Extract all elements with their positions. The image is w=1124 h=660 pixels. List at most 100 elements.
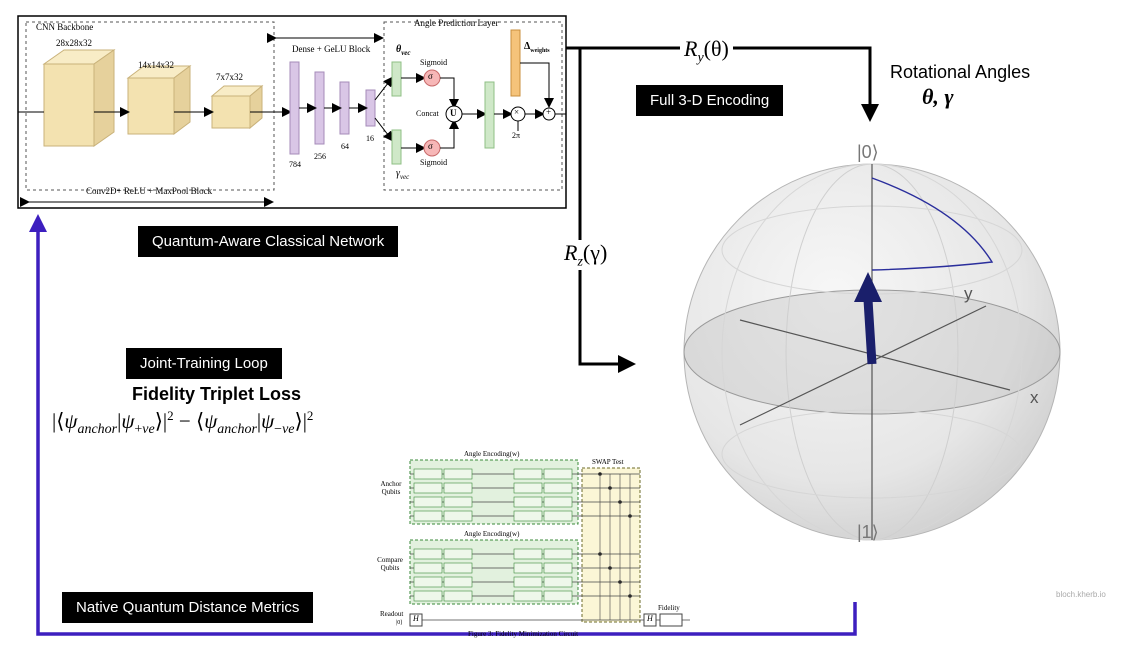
angle-encoding-bottom-label: Angle Encoding(w)	[464, 530, 520, 538]
feature-cube-3	[210, 84, 264, 130]
sigma-bottom: σ	[428, 141, 433, 151]
plus-symbol: +	[546, 107, 552, 117]
ry-arrow	[566, 46, 879, 122]
joint-loop-label: Joint-Training Loop	[126, 348, 282, 379]
shape-label-3: 7x7x32	[216, 72, 243, 82]
dense-size-256: 256	[314, 152, 326, 161]
rotation-gate	[443, 468, 473, 480]
feature-cube-1	[42, 49, 116, 147]
feature-cube-2	[126, 65, 192, 135]
dense-size-64: 64	[341, 142, 349, 151]
angle-encoding-top-label: Angle Encoding(w)	[464, 450, 520, 458]
two-pi-label: 2π	[512, 131, 521, 140]
bloch-sphere	[683, 163, 1061, 541]
rotation-gate	[443, 496, 473, 508]
rotation-gate	[513, 590, 543, 602]
ry-label: Ry(θ)	[680, 36, 733, 67]
rotational-angles-title: Rotational Angles	[890, 62, 1031, 82]
rotation-gate	[543, 576, 573, 588]
gamma-vec-bar	[391, 129, 402, 165]
ket0-label: |0⟩	[857, 142, 879, 162]
rotation-gate	[513, 482, 543, 494]
rz-label: Rz(γ)	[560, 240, 612, 271]
rotation-gate	[543, 590, 573, 602]
axis-y-label: y	[964, 284, 973, 303]
fidelity-loss-formula: |⟨ψanchor|ψ+ve⟩|2 − ⟨ψanchor|ψ−ve⟩|2	[52, 408, 314, 438]
circuit-caption: Figure 3: Fidelity Minimization Circuit	[468, 630, 579, 638]
state-vector-head	[854, 272, 882, 302]
conv-block-region	[25, 21, 275, 191]
measurement-gate	[659, 613, 683, 627]
rotation-gate	[443, 510, 473, 522]
final-h-label: H	[647, 614, 653, 623]
joint-training-loop-arrow	[29, 214, 857, 636]
rotation-gate	[513, 510, 543, 522]
shape-label-2: 14x14x32	[138, 60, 174, 70]
rotation-gate	[543, 468, 573, 480]
rotation-gate	[413, 482, 443, 494]
rotation-gate	[413, 548, 443, 560]
rotation-gate	[443, 576, 473, 588]
swap-test-label: SWAP Test	[592, 458, 624, 466]
dense-layer-16	[365, 89, 376, 127]
times-symbol: ×	[514, 107, 520, 117]
swap-test-box	[581, 467, 641, 623]
rz-arrow	[578, 48, 636, 373]
rotation-gate	[413, 468, 443, 480]
rotation-gate	[413, 510, 443, 522]
fidelity-loss-title: Fidelity Triplet Loss	[132, 384, 302, 404]
rotation-gate	[513, 576, 543, 588]
dense-layer-784	[289, 61, 300, 155]
rotation-gate	[443, 482, 473, 494]
axis-x-label: x	[1030, 388, 1039, 407]
rotation-gate	[513, 548, 543, 560]
state-trajectory	[871, 177, 994, 271]
rotation-gate	[513, 496, 543, 508]
rotation-gate	[543, 496, 573, 508]
delta-weights-bar	[510, 29, 521, 97]
full-encoding-label: Full 3-D Encoding	[636, 85, 784, 116]
rotation-gate	[543, 562, 573, 574]
theta-vec-label: θvec	[396, 44, 411, 57]
theta-vec-bar	[391, 61, 402, 97]
rotation-gate	[443, 548, 473, 560]
conv-block-label: Conv2D+ ReLU + MaxPool Block	[86, 186, 213, 196]
union-symbol: U	[450, 108, 457, 118]
shape-label-1: 28x28x32	[56, 38, 92, 48]
rotation-gate	[513, 562, 543, 574]
readout-h-label: H	[413, 614, 419, 623]
delta-weights-label: Δweights	[524, 41, 550, 54]
fidelity-label: Fidelity	[658, 604, 680, 612]
rotation-gate	[443, 590, 473, 602]
rotation-gate	[413, 562, 443, 574]
rotation-gate	[543, 548, 573, 560]
dense-block-label: Dense + GeLU Block	[292, 44, 371, 54]
qacn-label: Quantum-Aware Classical Network	[138, 226, 399, 257]
rotation-gate	[513, 468, 543, 480]
rotational-angles-values: θ, γ	[922, 84, 954, 109]
anchor-qubits-label: Anchor Qubits	[380, 480, 402, 496]
gamma-vec-label: γvec	[396, 168, 410, 181]
angle-layer-region	[383, 21, 563, 191]
native-metrics-label: Native Quantum Distance Metrics	[62, 592, 314, 623]
sigmoid-top-label: Sigmoid	[420, 58, 448, 67]
readout-ket0: |0⟩	[396, 620, 403, 626]
dense-size-784: 784	[289, 160, 301, 169]
concat-output-bar	[484, 81, 495, 149]
dense-size-16: 16	[366, 134, 374, 143]
rotation-gate	[413, 590, 443, 602]
rotation-gate	[543, 510, 573, 522]
y-axis	[739, 305, 987, 426]
final-h-gate	[643, 613, 657, 627]
rotation-gate	[443, 562, 473, 574]
rotation-gate	[543, 482, 573, 494]
circuit-figure	[409, 459, 690, 627]
compare-qubits-label: Compare Qubits	[377, 556, 403, 572]
angle-layer-title: Angle Prediction Layer	[414, 18, 499, 28]
bloch-credit: bloch.kherb.io	[1056, 590, 1106, 599]
dense-layer-64	[339, 81, 350, 135]
readout-label: Readout	[380, 610, 404, 618]
rotation-gate	[413, 576, 443, 588]
concat-label: Concat	[416, 109, 439, 118]
